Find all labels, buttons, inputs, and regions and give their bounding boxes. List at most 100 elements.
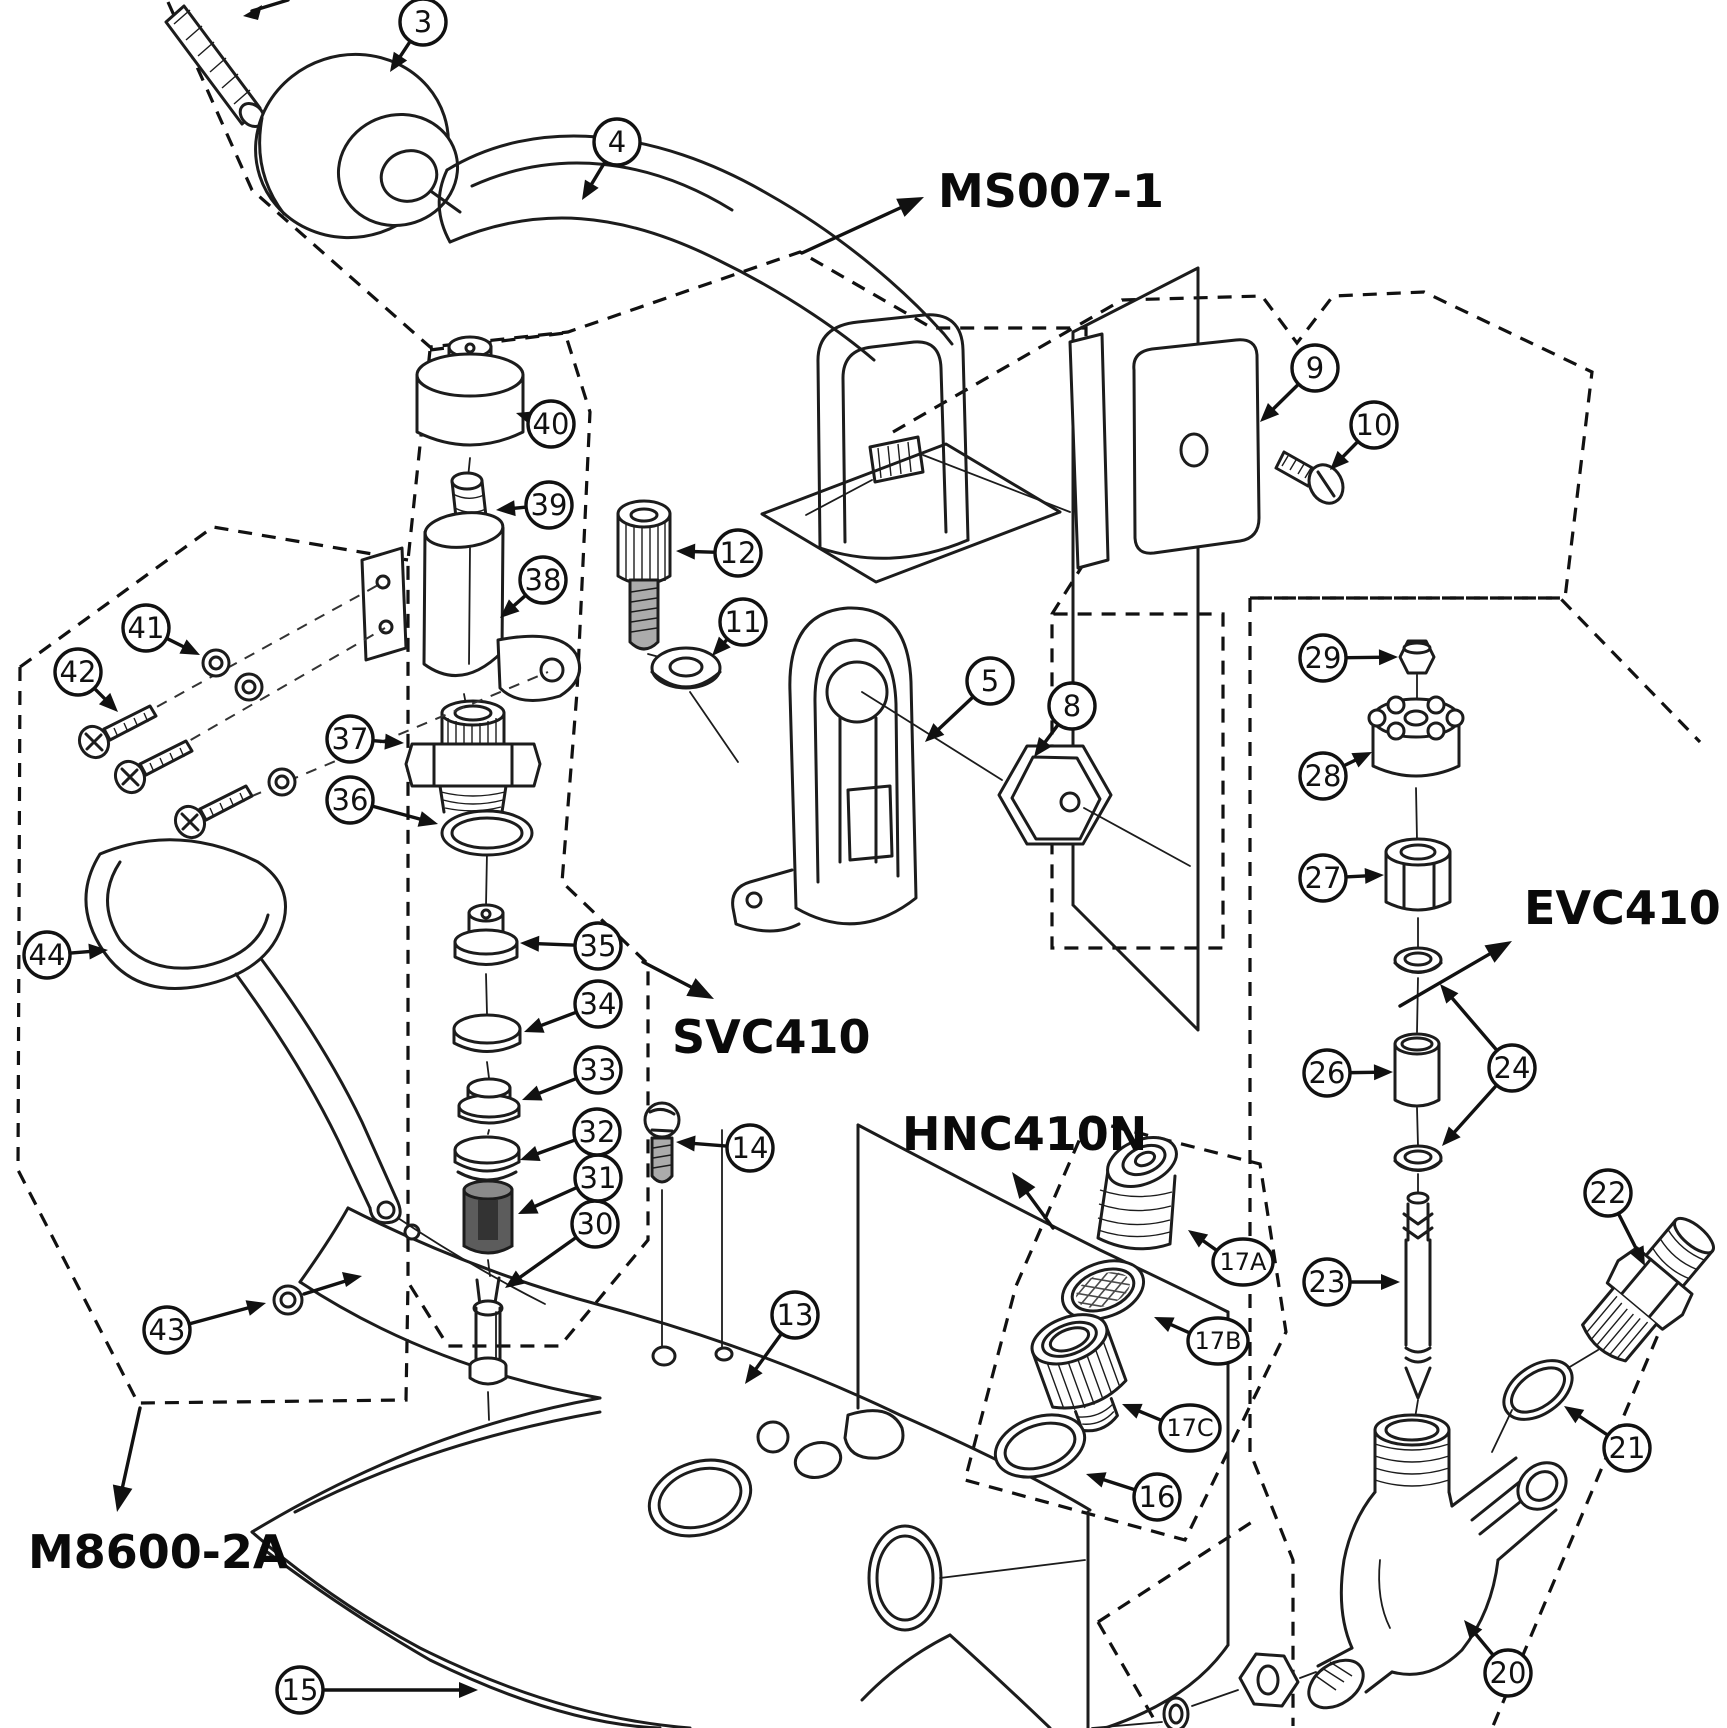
svg-text:37: 37 (332, 722, 369, 756)
part-12-screw (616, 499, 679, 663)
callout-39: 39 (496, 480, 574, 530)
part-37-fitting (404, 699, 542, 907)
svg-text:4: 4 (608, 125, 626, 159)
part-14-screw (643, 1101, 681, 1367)
callout-17C: 17C (1122, 1403, 1222, 1453)
svg-text:17A: 17A (1220, 1248, 1268, 1276)
part-43-ring (272, 1272, 362, 1316)
part-27-nut (1384, 837, 1452, 949)
svg-text:15: 15 (282, 1673, 319, 1707)
part-16-oring (993, 1413, 1087, 1479)
part-35-nozzle (453, 903, 519, 1015)
callout-17A: 17A (1188, 1230, 1275, 1287)
part-23-needle (1402, 1191, 1434, 1425)
callout-30: 30 (505, 1199, 620, 1288)
part-34-disc (452, 1013, 522, 1079)
callout-44: 44 (22, 930, 108, 980)
svg-text:14: 14 (732, 1131, 769, 1165)
svg-text:13: 13 (777, 1298, 814, 1332)
callout-14: 14 (676, 1123, 775, 1173)
part-38-valve-body (360, 511, 581, 711)
callout-33: 33 (522, 1045, 623, 1101)
part-5-bracket (731, 606, 1003, 933)
svg-text:28: 28 (1305, 759, 1342, 793)
callout-22: 22 (1583, 1168, 1645, 1266)
part-22-fitting (1581, 1216, 1715, 1363)
callout-28: 28 (1298, 751, 1372, 801)
callout-42: 42 (53, 647, 118, 712)
svg-text:11: 11 (725, 605, 762, 639)
callout-41: 41 (121, 603, 200, 655)
svg-text:MS007-1: MS007-1 (938, 164, 1164, 218)
part-29-nut (1398, 639, 1436, 701)
svg-text:44: 44 (29, 938, 66, 972)
svg-text:27: 27 (1305, 861, 1342, 895)
callout-4: 4 (582, 117, 642, 200)
part-26-sleeve (1393, 1032, 1441, 1108)
part-33-seals (457, 1077, 521, 1135)
callout-23: 23 (1302, 1257, 1400, 1307)
callout-31: 31 (518, 1153, 623, 1214)
callout-36: 36 (325, 775, 438, 827)
callout-layer: 345891011121314151617A17B17C202122232426… (22, 0, 1652, 1715)
part-17c-coupling (1030, 1313, 1128, 1433)
callout-38: 38 (500, 555, 568, 618)
callout-15: 15 (275, 1665, 478, 1715)
svg-text:36: 36 (332, 783, 369, 817)
svg-text:12: 12 (720, 536, 757, 570)
svg-text:26: 26 (1309, 1056, 1346, 1090)
svg-text:41: 41 (128, 611, 165, 645)
svg-text:33: 33 (580, 1053, 617, 1087)
part-41-washers (121, 583, 549, 813)
part-28-cap (1367, 695, 1465, 841)
svg-text:EVC410: EVC410 (1524, 881, 1721, 935)
svg-text:5: 5 (981, 664, 999, 698)
svg-text:9: 9 (1306, 351, 1324, 385)
svg-text:16: 16 (1139, 1480, 1176, 1514)
callout-24: 24 (1440, 984, 1537, 1146)
group-label-m8600-2a: M8600-2A (28, 1406, 289, 1579)
part-11-washer (650, 646, 739, 763)
svg-text:3: 3 (414, 5, 432, 39)
group-outline-hnc410n (963, 1118, 1288, 1542)
svg-text:35: 35 (580, 929, 617, 963)
svg-text:22: 22 (1590, 1176, 1627, 1210)
part-20-nut-washer (1091, 1652, 1317, 1728)
callout-11: 11 (712, 597, 768, 656)
group-outline-svc410 (406, 331, 650, 1348)
part-24-washers (1393, 946, 1443, 1195)
svg-text:32: 32 (579, 1115, 616, 1149)
callout-34: 34 (524, 979, 623, 1033)
mounting-panel (1071, 266, 1200, 1032)
callout-37: 37 (325, 714, 404, 764)
part-10-screw (1274, 450, 1345, 505)
svg-text:HNC410N: HNC410N (902, 1107, 1147, 1161)
svg-text:24: 24 (1494, 1051, 1531, 1085)
svg-text:34: 34 (580, 987, 617, 1021)
callout-35: 35 (520, 921, 623, 971)
callout-8: 8 (1034, 681, 1097, 757)
callout-32: 32 (520, 1107, 622, 1162)
svg-text:38: 38 (525, 563, 562, 597)
part-31-filter (462, 1179, 514, 1277)
svg-text:21: 21 (1609, 1431, 1646, 1465)
part-40-cap (415, 335, 525, 479)
svg-text:31: 31 (580, 1161, 617, 1195)
part-15-soleplate (250, 1396, 692, 1728)
group-outline-m8600-2a (16, 525, 410, 1405)
part-13-iron-body (298, 1123, 1230, 1728)
part-8-knob (997, 744, 1191, 867)
part-2-stud (164, 0, 290, 128)
svg-text:SVC410: SVC410 (672, 1010, 871, 1064)
callout-16: 16 (1086, 1472, 1182, 1522)
callout-20: 20 (1464, 1620, 1533, 1698)
svg-text:20: 20 (1490, 1656, 1527, 1690)
callout-3: 3 (390, 0, 448, 72)
group-label-evc410: EVC410 (1398, 881, 1721, 1008)
part-30-stem (468, 1276, 508, 1421)
callout-27: 27 (1298, 853, 1384, 903)
svg-text:43: 43 (149, 1313, 186, 1347)
callout-13: 13 (745, 1290, 820, 1384)
